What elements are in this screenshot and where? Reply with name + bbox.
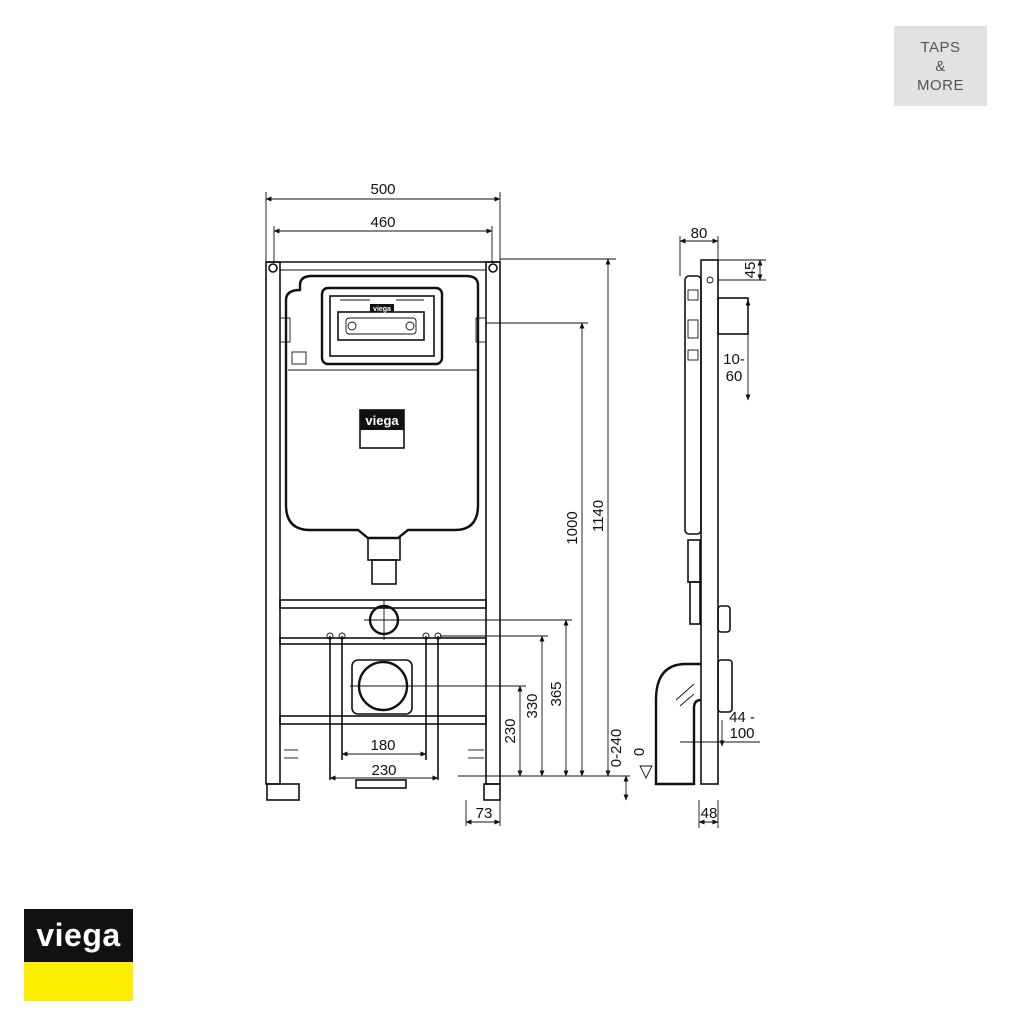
side-waste-bend: [654, 662, 702, 786]
mid-rail: [279, 599, 487, 609]
dim-height-330: 330: [524, 693, 541, 718]
dim-width-180: 180: [370, 737, 395, 754]
right-foot: [483, 783, 501, 801]
front-dimensions: 500 460 1140 1000 365 330: [265, 181, 653, 826]
dim-range-10-60-a: 10-: [723, 351, 745, 368]
top-left-bolt: [268, 263, 278, 273]
dim-foot-73: 73: [476, 805, 493, 822]
viega-logo-top: viega: [24, 909, 133, 962]
flush-panel: [337, 311, 425, 341]
waste-bracket: [351, 659, 413, 715]
flush-panel-frame: [320, 286, 444, 366]
left-upright: [265, 261, 281, 785]
dim-width-outer: 500: [370, 181, 395, 198]
top-right-bolt: [488, 263, 498, 273]
panel-brand-label: viega: [373, 306, 391, 313]
right-upright: [485, 261, 501, 785]
dim-height-230: 230: [502, 718, 519, 743]
dim-zero: 0: [631, 748, 648, 756]
flush-pipe: [367, 537, 401, 561]
dim-height-total: 1140: [590, 500, 607, 532]
side-view: 80 45 10- 60 44 - 100 48: [654, 225, 766, 828]
taps-and-more-badge: TAPS & MORE: [894, 26, 987, 106]
dim-width-inner: 460: [370, 214, 395, 231]
dim-range-10-60-b: 60: [726, 368, 743, 385]
side-flush-housing: [717, 297, 749, 335]
dim-depth-80: 80: [691, 225, 708, 242]
badge-line-2: &: [935, 57, 946, 75]
dim-foot-48: 48: [701, 805, 718, 822]
bottom-rail: [279, 715, 487, 725]
badge-line-3: MORE: [917, 76, 964, 94]
dim-width-230: 230: [371, 762, 396, 779]
viega-logo-text: viega: [36, 917, 121, 953]
dim-height-flush: 1000: [564, 511, 581, 544]
lower-rail: [279, 637, 487, 645]
viega-logo-yellow-band: [24, 962, 133, 1001]
left-foot: [266, 783, 300, 801]
cistern-body: [284, 274, 480, 540]
side-cistern: [684, 275, 702, 535]
side-dimensions: 80 45 10- 60 44 - 100 48: [679, 225, 766, 828]
dim-top-45: 45: [742, 262, 759, 279]
badge-line-1: TAPS: [920, 38, 961, 56]
dim-range-44-100-b: 100: [729, 725, 754, 742]
viega-logo: viega: [24, 909, 133, 1001]
fixing-studs: [326, 632, 442, 780]
dim-adjust-range: 0-240: [608, 729, 625, 767]
dim-range-44-100-a: 44 -: [729, 709, 755, 726]
side-upright: [700, 259, 719, 785]
cistern-brand-label: viega: [365, 413, 399, 428]
front-view: viega viega: [265, 181, 653, 826]
dim-height-365: 365: [548, 681, 565, 706]
